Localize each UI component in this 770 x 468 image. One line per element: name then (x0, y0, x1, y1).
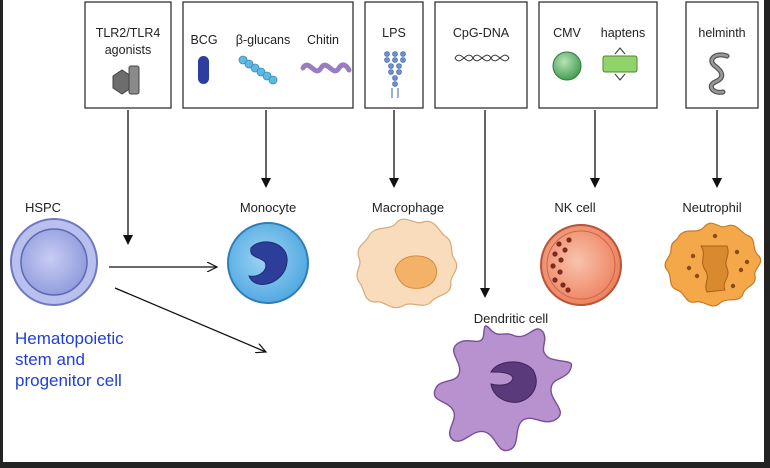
glucan-chain-icon (238, 55, 278, 85)
cpg-label: CpG-DNA (453, 26, 510, 40)
nk-cell-icon (540, 224, 622, 306)
dendritic-cell-icon (433, 325, 573, 452)
monocyte-cell-icon (227, 222, 309, 304)
cmv-label: CMV (553, 26, 581, 40)
stimulus-box-helminth: helminth (685, 1, 759, 109)
macrophage-cell-icon (356, 218, 458, 309)
bcg-label: BCG (190, 33, 217, 47)
diagram-panel: TLR2/TLR4 agonists BCG β-glucans Chitin … (3, 0, 764, 462)
stimulus-box-lps: LPS (364, 1, 424, 109)
hspc-description: Hematopoietic stem and progenitor cell (15, 329, 124, 390)
arrows (109, 110, 722, 352)
dendritic-cell-label: Dendritic cell (474, 311, 549, 326)
stimulus-box-bcg-glucans-chitin: BCG β-glucans Chitin (182, 1, 354, 109)
haptens-label: haptens (601, 26, 645, 40)
stimulus-box-cmv-haptens: CMV haptens (538, 1, 658, 109)
stimulus-box-cpg: CpG-DNA (434, 1, 528, 109)
lps-icon (384, 51, 406, 98)
helminth-label: helminth (698, 26, 745, 40)
glucans-label: β-glucans (236, 33, 290, 47)
stimulus-box-tlr: TLR2/TLR4 agonists (84, 1, 172, 109)
chitin-icon (300, 62, 352, 74)
bcg-icon (198, 56, 209, 84)
nk-cell-label: NK cell (554, 200, 595, 215)
tlr-label-line2: agonists (105, 43, 152, 57)
hspc-label: HSPC (25, 200, 61, 215)
lps-label: LPS (382, 26, 406, 40)
arrow-hspc-diagonal (114, 287, 266, 352)
neutrophil-label: Neutrophil (682, 200, 741, 215)
hspc-cell-icon (10, 218, 98, 306)
monocyte-label: Monocyte (240, 200, 296, 215)
diagram: TLR2/TLR4 agonists BCG β-glucans Chitin … (10, 1, 762, 452)
tlr-label-line1: TLR2/TLR4 (96, 26, 161, 40)
tlr-agonist-icon (112, 65, 140, 95)
cpg-dna-icon (454, 54, 510, 62)
neutrophil-cell-icon (664, 222, 762, 307)
chitin-label: Chitin (307, 33, 339, 47)
macrophage-label: Macrophage (372, 200, 444, 215)
cmv-virus-icon (552, 51, 582, 81)
hapten-icon (602, 47, 638, 81)
